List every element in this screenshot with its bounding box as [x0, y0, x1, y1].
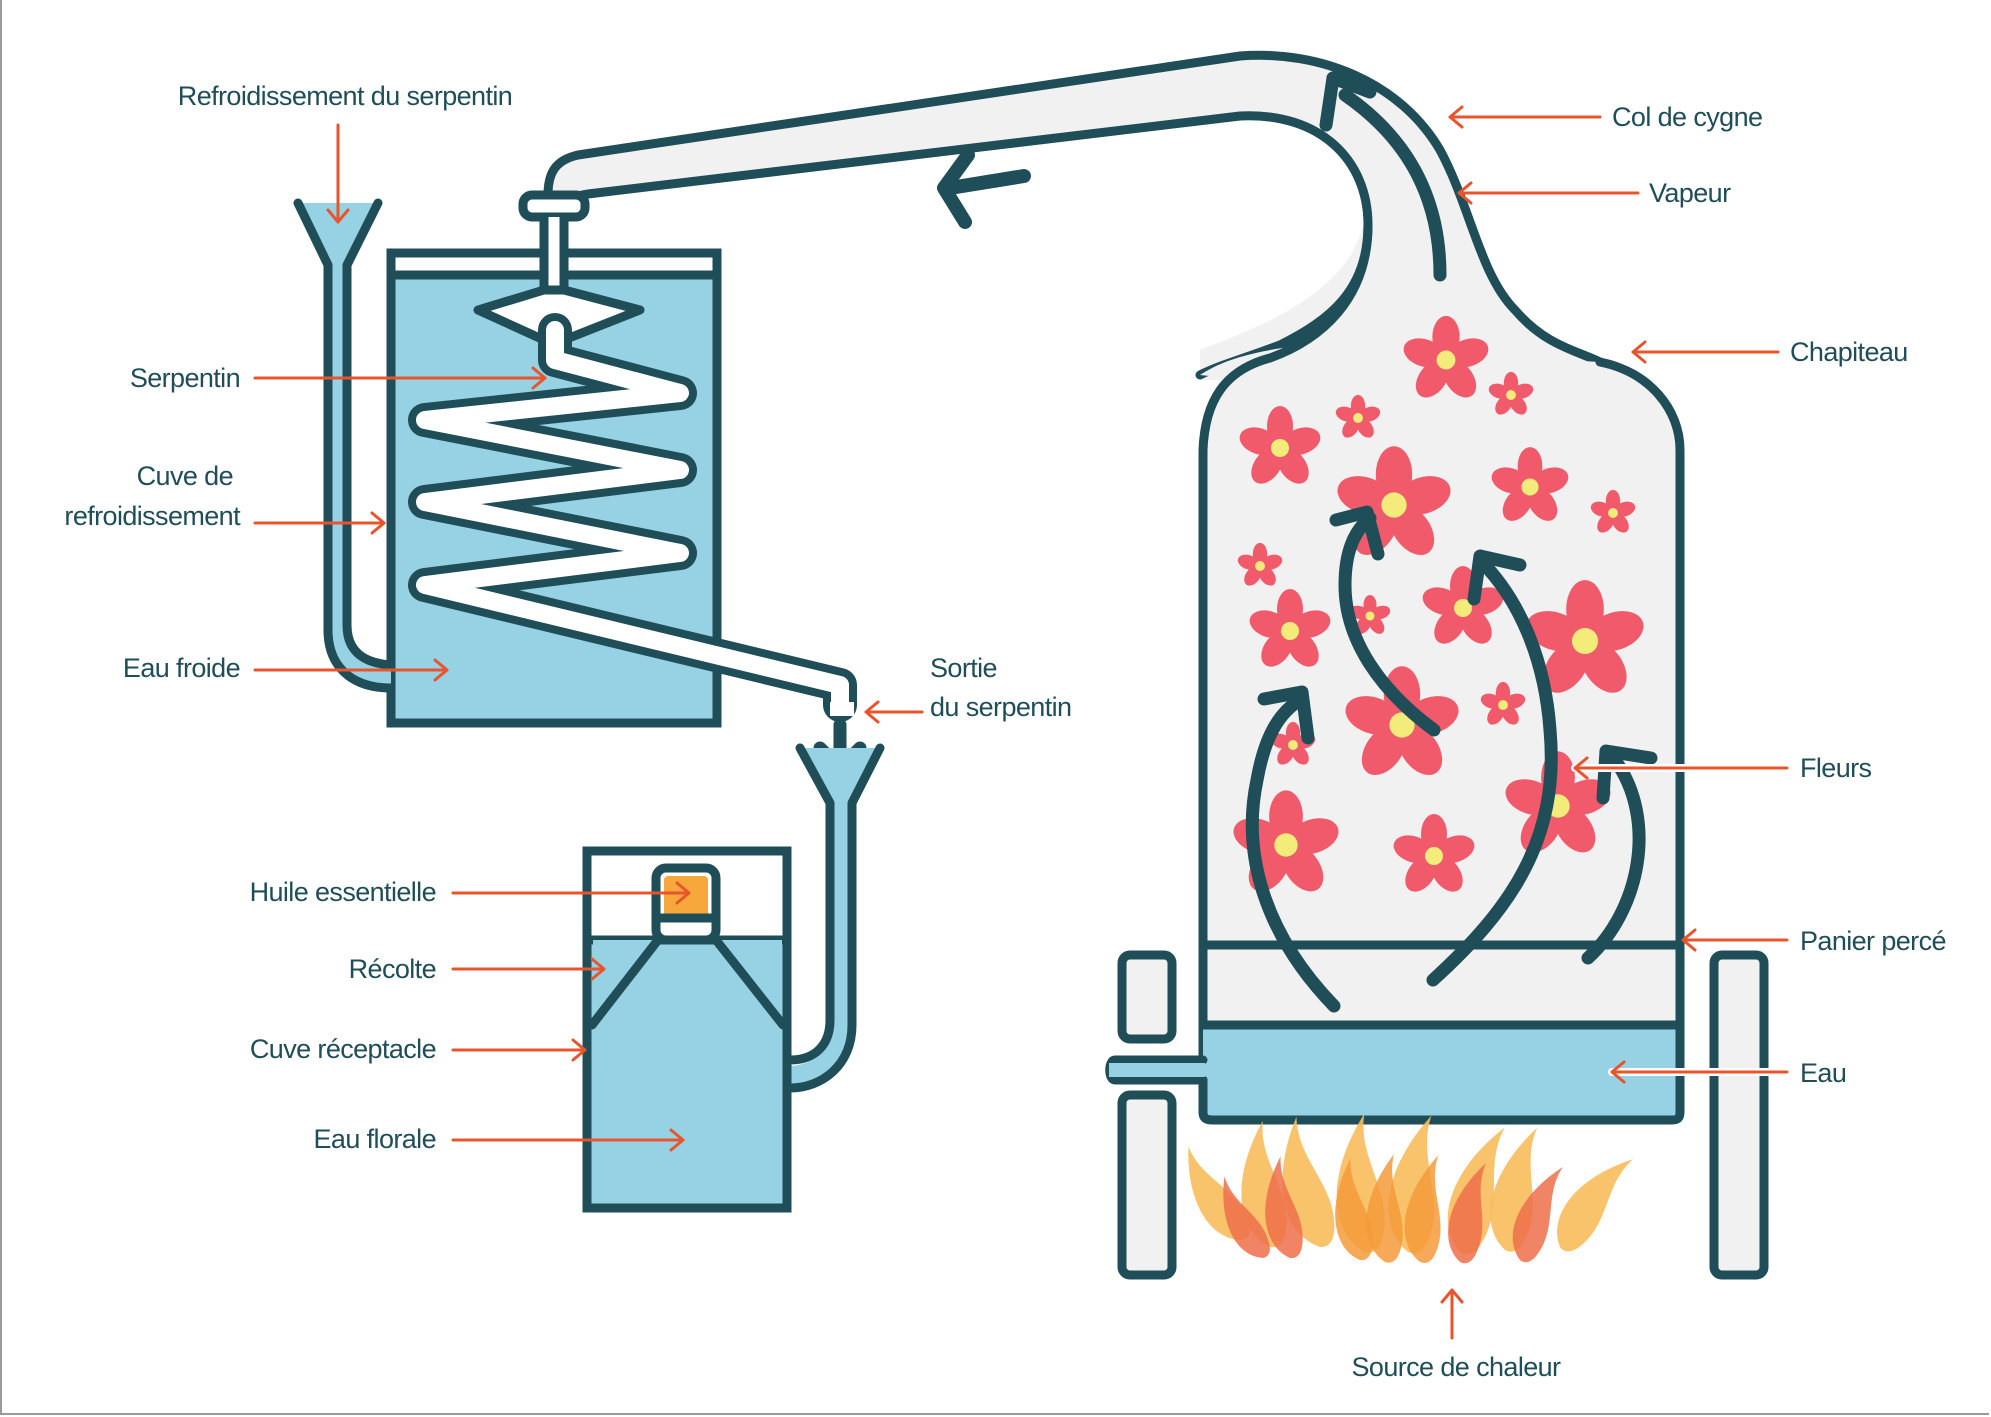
label-cuve-refroidissement-line2: refroidissement [64, 501, 241, 531]
label-chapiteau: Chapiteau [1790, 337, 1908, 367]
still-leg-left-top [1117, 950, 1177, 1044]
label-huile-essentielle: Huile essentielle [250, 877, 436, 907]
alambic-water-chamber [1105, 1020, 1685, 1125]
serpentin-coil [408, 313, 857, 722]
label-panier-perce: Panier percé [1800, 926, 1946, 956]
label-serpentin: Serpentin [130, 363, 240, 393]
still-leg-left-bottom [1117, 1090, 1177, 1280]
label-col-de-cygne: Col de cygne [1612, 102, 1762, 132]
callouts [253, 105, 1791, 1340]
still-leg-right [1709, 950, 1769, 1280]
label-recolte: Récolte [349, 954, 436, 984]
label-eau-froide: Eau froide [123, 653, 240, 683]
steam-flow-arrows [937, 71, 1658, 1013]
label-eau: Eau [1800, 1058, 1846, 1088]
label-source-de-chaleur: Source de chaleur [1352, 1352, 1562, 1382]
entree-eau-froide [293, 198, 396, 693]
label-cuve-receptacle: Cuve réceptacle [250, 1034, 436, 1064]
label-sortie-serpentin-line1: Sortie [930, 653, 997, 683]
receiving-funnel [785, 743, 885, 1093]
cuve-receptacle [582, 846, 792, 1213]
label-sortie-serpentin-line2: du serpentin [930, 692, 1071, 722]
label-eau-florale: Eau florale [314, 1124, 436, 1154]
label-cuve-refroidissement-line1: Cuve de [137, 461, 233, 491]
label-vapeur: Vapeur [1649, 178, 1731, 208]
flames [1165, 1112, 1641, 1267]
label-fleurs: Fleurs [1800, 753, 1872, 783]
label-refroidissement-serpentin: Refroidissement du serpentin [178, 81, 512, 111]
